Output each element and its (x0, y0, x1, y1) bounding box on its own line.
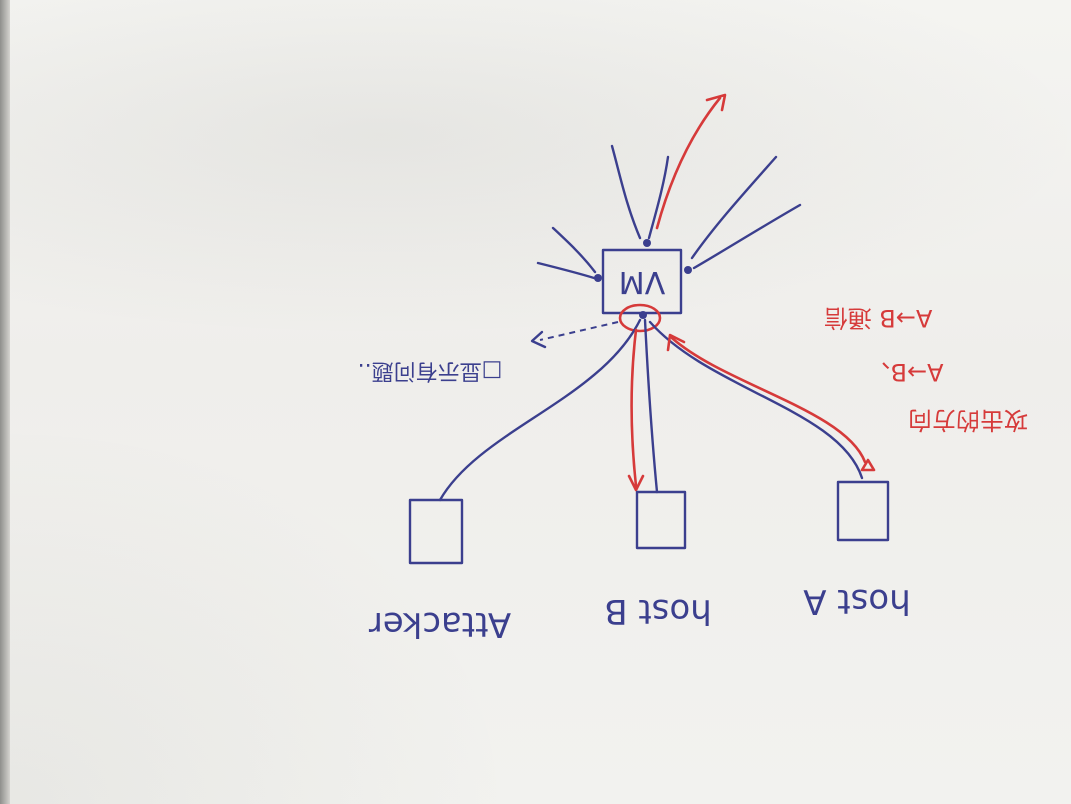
red-note-line2: A→B、 (867, 358, 944, 386)
link-top-right (690, 155, 778, 260)
port-top (643, 239, 651, 247)
host-a-label: host A (803, 581, 910, 621)
red-arrowhead-vm (666, 333, 686, 352)
red-arrowhead-b (627, 474, 645, 492)
port-right (684, 266, 692, 274)
dashed-arrow (539, 321, 619, 341)
link-left-lower (536, 261, 596, 280)
dashed-arrowhead (530, 330, 547, 349)
link-attacker (438, 318, 642, 502)
desk-edge (0, 0, 12, 804)
red-note-line3: 攻击的方向 (908, 406, 1028, 434)
link-left-upper (551, 226, 597, 274)
link-top-center (647, 155, 670, 240)
host-a-box (836, 480, 890, 542)
link-top-left (610, 144, 642, 240)
link-host-b (643, 318, 659, 494)
host-b-label: host B (604, 591, 712, 631)
red-note-line1: A→B 通信 (824, 304, 933, 332)
link-right (692, 203, 802, 270)
red-arrow-up (655, 96, 722, 230)
paper-sheet (10, 0, 1071, 804)
port-left (594, 274, 602, 282)
red-arrowhead-up (705, 93, 727, 112)
packet-icon (860, 458, 876, 472)
host-b-box (635, 490, 687, 550)
port-bottom (639, 311, 647, 319)
side-note: □显示有问题.. (358, 358, 503, 383)
link-host-a (648, 320, 864, 480)
attacker-label: Attacker (369, 604, 511, 644)
red-path-a-to-vm (670, 336, 867, 464)
vm-label: VM (619, 264, 665, 299)
red-circle-port (618, 303, 662, 333)
red-path-vm-to-b (630, 328, 638, 488)
attacker-box (408, 498, 464, 565)
